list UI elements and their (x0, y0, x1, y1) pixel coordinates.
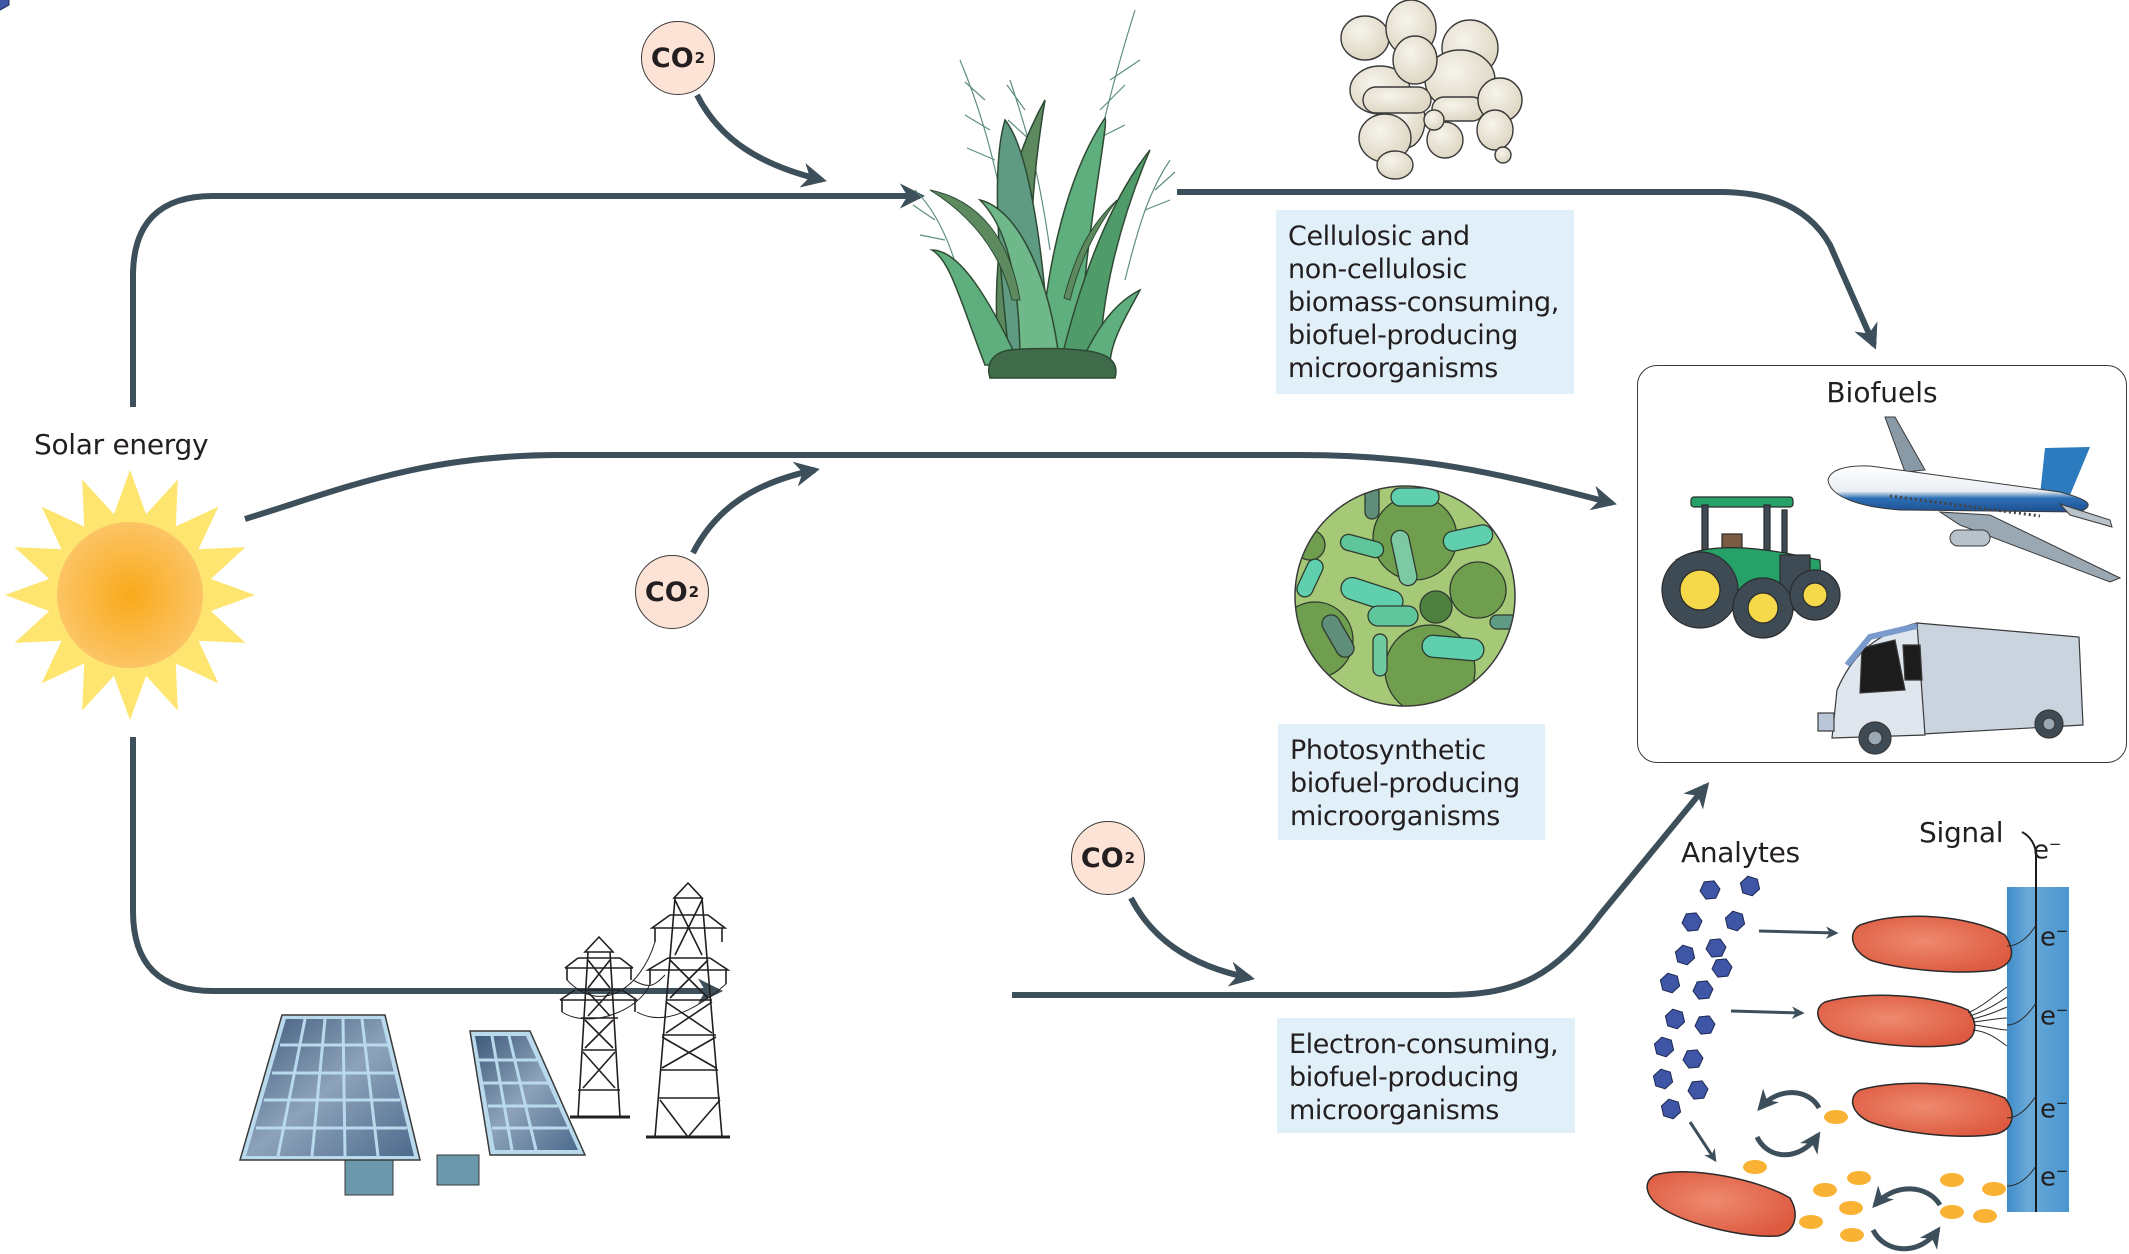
bacteria-cells (1646, 915, 2013, 1237)
analyte-hexagon (1711, 958, 1733, 978)
sun-icon (5, 470, 255, 720)
arrow-biomass-to-biofuels (1177, 189, 1878, 350)
label-line: biofuel-producing (1289, 1062, 1519, 1093)
biofuels-title: Biofuels (1826, 376, 1938, 409)
airplane-icon (1826, 416, 2121, 583)
analyte-hexagon (1659, 972, 1681, 994)
electrode-electron-label: e− (2040, 1162, 2068, 1193)
tractor-icon (1660, 495, 1841, 639)
nanowires (1967, 924, 2037, 1187)
signal-electron-label: e− (2033, 828, 2061, 868)
biofuels-box: Biofuels (1637, 365, 2127, 763)
label-line: biofuel-producing (1288, 320, 1518, 351)
co2-arrow-bottom (1128, 896, 1255, 987)
co2-subscript: 2 (694, 49, 706, 67)
analyte-hexagon (1705, 938, 1727, 958)
co2-subscript: 2 (1124, 849, 1136, 867)
label-line: microorganisms (1290, 801, 1500, 832)
electron-sign: − (2048, 835, 2062, 853)
label-line: biofuel-producing (1290, 768, 1520, 799)
solar-energy-label: Solar energy (34, 428, 209, 461)
analyte-hexagon (1682, 1049, 1704, 1069)
delivery-truck-icon (1816, 621, 2084, 755)
label-line: Cellulosic and (1288, 221, 1470, 252)
analyte-hexagon (1660, 1098, 1682, 1120)
analyte-hexagon (1687, 1080, 1709, 1100)
label-line: microorganisms (1289, 1095, 1499, 1126)
co2-text: CO (650, 42, 694, 74)
analyte-hexagon (1674, 944, 1696, 966)
electrode-electron-label: e− (2040, 1001, 2068, 1032)
sensor-arrows (1688, 926, 1943, 1252)
metabolite-molecules (1743, 1110, 2006, 1242)
electrode-electron-label: e− (2040, 1094, 2068, 1125)
co2-subscript: 2 (688, 583, 700, 601)
analyte-hexagon (1699, 880, 1721, 900)
electrode-electron-label: e− (2040, 922, 2068, 953)
analyte-hexagon (1692, 980, 1714, 1000)
label-line: Electron-consuming, (1289, 1029, 1559, 1060)
co2-arrow-top (694, 93, 827, 188)
power-lines-icon (559, 881, 731, 1139)
label-line: non-cellulosic (1288, 254, 1467, 285)
analyte-hexagon (1694, 1015, 1716, 1035)
bacterium-3 (1851, 1082, 2013, 1137)
analyte-hexagon (1681, 912, 1703, 932)
analyte-hexagon (1664, 1008, 1686, 1030)
label-line: biomass-consuming, (1288, 287, 1559, 318)
label-box-electron-microorganisms: Electron-consuming, biofuel-producing mi… (1277, 1018, 1575, 1133)
analyte-hexagon (1652, 1068, 1674, 1090)
arrow-solar-to-biofuels-photosynthetic (244, 452, 1617, 522)
label-line: microorganisms (1288, 353, 1498, 384)
analyte-hexagon (1653, 1036, 1675, 1058)
arrow-solar-to-biomass (130, 183, 926, 407)
signal-label: Signal (1919, 816, 2004, 849)
bacterium-4 (1646, 1171, 1796, 1237)
grass-plant-icon (912, 9, 1176, 379)
co2-arrow-middle (690, 461, 820, 555)
label-box-photosynthetic-microorganisms: Photosynthetic biofuel-producing microor… (1278, 724, 1545, 840)
label-line: Photosynthetic (1290, 735, 1486, 766)
bacterium-2 (1817, 994, 1976, 1048)
label-box-biomass-microorganisms: Cellulosic and non-cellulosic biomass-co… (1276, 210, 1574, 394)
electrode-icon (2007, 831, 2069, 1212)
co2-text: CO (1080, 842, 1124, 874)
analyte-hexagon (1724, 910, 1746, 932)
analytes-label: Analytes (1681, 836, 1800, 869)
solar-panels-icon (239, 1014, 587, 1196)
co2-text: CO (644, 576, 688, 608)
algae-microorganisms-icon (1294, 485, 1516, 707)
arrow-powerlines-to-biofuels (1012, 782, 1710, 998)
analyte-molecules (0, 0, 10, 11)
yeast-cells-icon (1340, 0, 1523, 180)
electron-text: e (2033, 835, 2049, 866)
analyte-hexagon (1739, 875, 1761, 897)
arrow-solar-to-powerlines (130, 737, 724, 1004)
bacterium-1 (1851, 915, 2013, 973)
vehicles (1660, 416, 2121, 755)
